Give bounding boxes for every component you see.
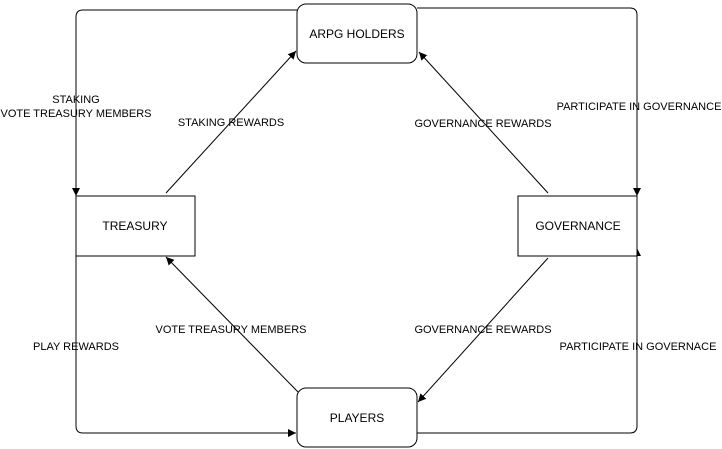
edge-treasury-to-players bbox=[75, 256, 296, 437]
edge-treasury-to-holders bbox=[165, 50, 297, 194]
node-governance-label: GOVERNANCE bbox=[535, 219, 620, 233]
node-treasury-label: TREASURY bbox=[102, 219, 167, 233]
edge-label-governance-rewards-top: GOVERNANCE REWARDS bbox=[414, 118, 551, 130]
edge-label-play-rewards: PLAY REWARDS bbox=[33, 341, 119, 353]
node-arpg-holders-label: ARPG HOLDERS bbox=[309, 27, 404, 41]
edge-players-to-governance bbox=[417, 248, 641, 434]
node-players: PLAYERS bbox=[296, 387, 418, 448]
node-treasury: TREASURY bbox=[75, 195, 196, 257]
edge-label-participate-top: PARTICIPATE IN GOVERNANCE bbox=[557, 101, 722, 113]
edge-label-governance-rewards-bottom: GOVERNANCE REWARDS bbox=[414, 324, 551, 336]
node-governance: GOVERNANCE bbox=[517, 195, 638, 257]
node-players-label: PLAYERS bbox=[330, 411, 384, 425]
edge-holders-to-governance bbox=[417, 7, 641, 196]
edge-governance-to-holders bbox=[418, 51, 549, 194]
edge-label-staking-rewards: STAKING REWARDS bbox=[178, 117, 284, 129]
edge-players-to-treasury bbox=[165, 256, 299, 393]
edge-label-vote-treasury-members: VOTE TREASURY MEMBERS bbox=[156, 324, 307, 336]
edge-governance-to-players bbox=[417, 257, 549, 403]
edge-holders-to-treasury bbox=[72, 9, 297, 196]
edge-label-staking: STAKING bbox=[52, 94, 99, 106]
edge-label-participate-bottom: PARTICIPATE IN GOVERNACE bbox=[560, 341, 717, 353]
edge-label-vote-treasury-members-top: VOTE TREASURY MEMBERS bbox=[1, 108, 152, 120]
node-arpg-holders: ARPG HOLDERS bbox=[296, 3, 418, 64]
